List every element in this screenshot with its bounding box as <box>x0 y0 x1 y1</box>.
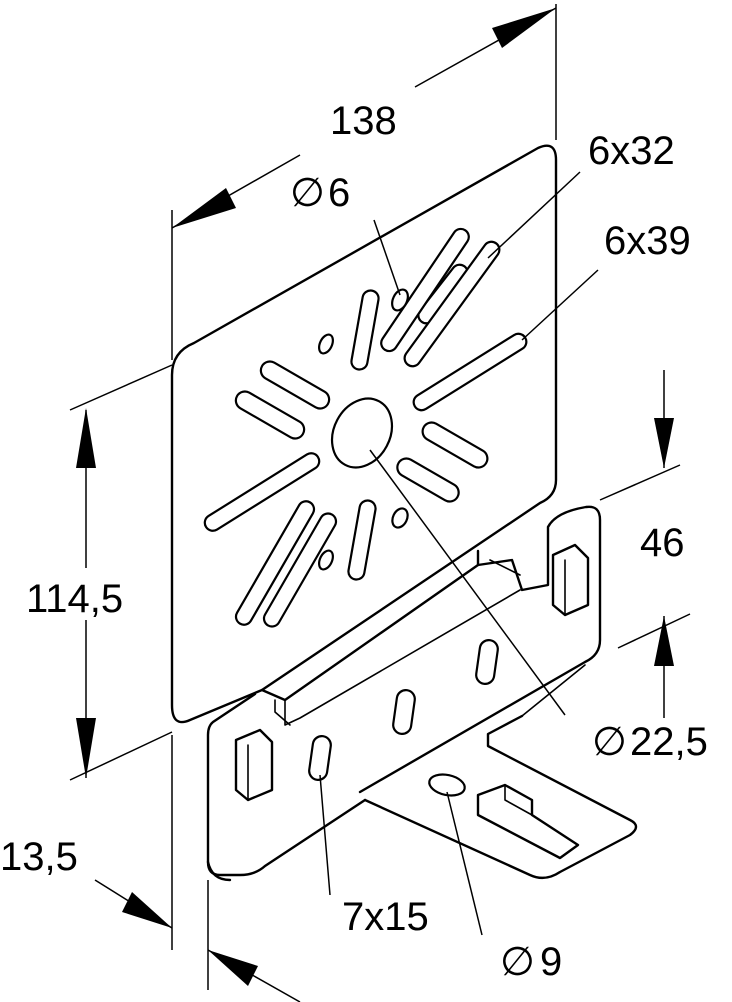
label-hole-small: 6 <box>328 171 350 215</box>
upper-plate <box>170 144 558 724</box>
lower-bracket <box>206 505 638 882</box>
small-hole-top <box>391 288 409 312</box>
small-hole-left <box>318 333 334 355</box>
label-slot-lower: 7x15 <box>342 895 429 939</box>
label-slot-a: 6x32 <box>588 129 675 173</box>
label-hole-center: 22,5 <box>630 720 708 764</box>
label-slot-b: 6x39 <box>604 219 691 263</box>
foot-features <box>428 773 580 860</box>
center-hole <box>330 397 394 469</box>
small-hole-bottom <box>318 549 334 571</box>
lower-slots <box>308 639 499 781</box>
side-clips <box>234 543 590 802</box>
label-depth: 46 <box>640 521 685 565</box>
diameter-symbol-9: ∅ <box>500 940 535 984</box>
holes <box>318 288 409 571</box>
label-flange: 13,5 <box>0 835 78 879</box>
radial-slots <box>203 227 528 628</box>
diameter-symbol-22: ∅ <box>592 720 627 764</box>
dimension-labels: 138 ∅ 6 6x32 6x39 114,5 46 ∅ 22,5 13,5 7… <box>0 99 708 984</box>
dimensions <box>69 4 691 1002</box>
label-hole-foot: 9 <box>540 940 562 984</box>
diameter-symbol-6: ∅ <box>290 171 325 215</box>
label-height: 114,5 <box>26 577 123 621</box>
foot-hole <box>428 773 466 797</box>
label-width: 138 <box>330 99 397 143</box>
small-hole-right <box>391 507 409 529</box>
leader-lines <box>319 171 599 936</box>
